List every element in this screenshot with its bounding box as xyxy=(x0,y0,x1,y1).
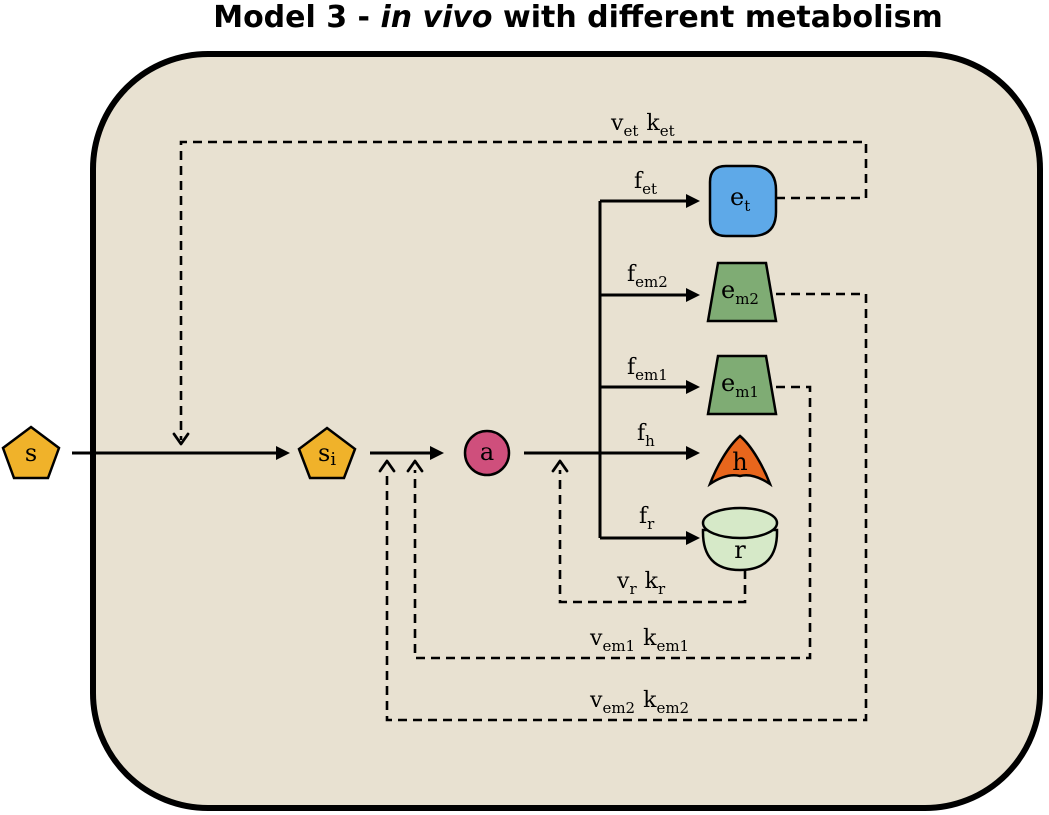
feedback-em1-path xyxy=(413,385,812,660)
node-h-label: h xyxy=(732,448,747,476)
branch-em2-arrowhead xyxy=(686,288,700,302)
feedback-et-arrowhead xyxy=(172,432,190,446)
node-em1: em1 xyxy=(706,354,778,416)
enzyme-em2-trapezoid-icon xyxy=(706,261,778,323)
node-r-label: r xyxy=(734,536,746,564)
feedback-r-arrowhead xyxy=(551,459,569,473)
uptake-arrowhead xyxy=(276,446,290,460)
node-si: si xyxy=(297,426,357,480)
precursor-circle-icon xyxy=(463,429,511,477)
feedback-em2-path xyxy=(385,292,868,722)
branch-et-arrowhead xyxy=(686,194,700,208)
flux-label-fh: fh xyxy=(637,421,655,450)
node-em2-label: em2 xyxy=(721,276,759,308)
enzyme-em1-trapezoid-icon xyxy=(706,354,778,416)
si-to-a-arrowhead xyxy=(430,446,444,460)
node-a: a xyxy=(463,429,511,477)
node-si-label: si xyxy=(318,439,336,470)
flux-label-fet: fet xyxy=(634,169,657,198)
node-a-label: a xyxy=(480,438,494,466)
feedback-em1-arrowhead xyxy=(406,459,424,473)
node-et: et xyxy=(708,164,778,238)
flux-label-fem1: fem1 xyxy=(627,355,668,384)
internal-substrate-pentagon-icon xyxy=(297,426,357,480)
housekeeping-protein-icon xyxy=(707,434,773,488)
feedback-et-path xyxy=(179,140,868,440)
node-s: s xyxy=(1,425,61,480)
flux-label-fem2: fem2 xyxy=(627,262,668,291)
ribosome-small-subunit-icon xyxy=(701,506,779,540)
feedback-em2-arrowhead xyxy=(378,459,396,473)
ribosome-large-subunit-icon xyxy=(701,528,779,572)
flux-label-fr: fr xyxy=(639,504,655,533)
node-s-label: s xyxy=(25,439,37,467)
substrate-pentagon-icon xyxy=(1,425,61,480)
node-r: r xyxy=(701,506,779,572)
branch-r-arrowhead xyxy=(686,531,700,545)
cell-compartment xyxy=(90,51,1043,811)
transporter-icon xyxy=(708,164,778,238)
feedback-r-path xyxy=(558,470,747,604)
diagram-title: Model 3 - in vivo with different metabol… xyxy=(213,0,943,35)
branch-h-arrowhead xyxy=(686,446,700,460)
node-em2: em2 xyxy=(706,261,778,323)
node-h: h xyxy=(707,434,773,488)
node-em1-label: em1 xyxy=(721,369,759,401)
node-et-label: et xyxy=(730,183,750,215)
branch-em1-arrowhead xyxy=(686,380,700,394)
